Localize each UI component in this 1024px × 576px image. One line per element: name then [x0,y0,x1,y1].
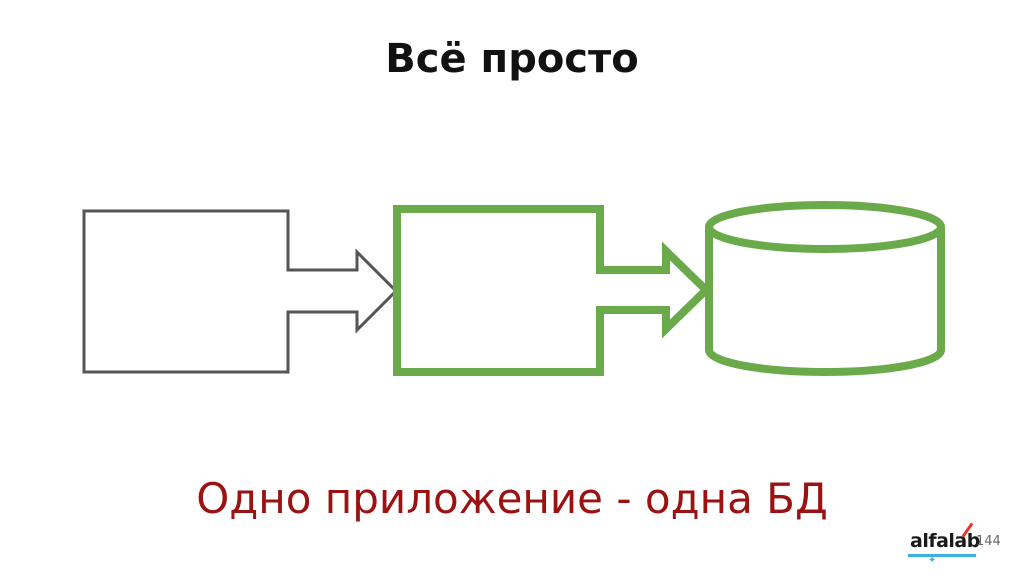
client-block-arrow [82,209,399,374]
slide-title: Всё просто [385,36,639,82]
slide-subtitle: Одно приложение - одна БД [196,474,828,523]
logo-text: alfalab [910,530,980,552]
logo-sparkle-icon: ✦ [928,555,937,566]
alfalab-logo: alfalab ✦ [906,520,1016,566]
logo-underline [908,554,976,557]
application-block-arrow [393,205,712,376]
page-number: 144 [976,534,1001,549]
database-cylinder [705,201,945,376]
